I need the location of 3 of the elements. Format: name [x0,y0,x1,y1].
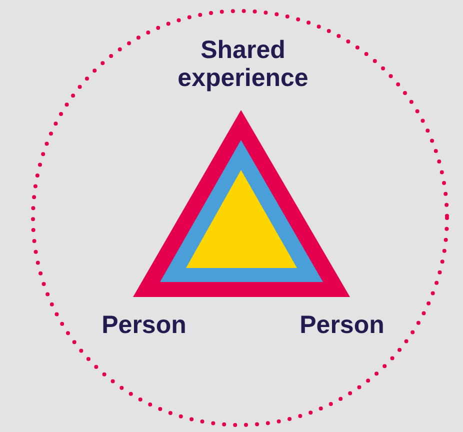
label-text: Shared experience [176,36,310,92]
label-text: Person [100,311,188,339]
label-text: Person [298,311,386,339]
